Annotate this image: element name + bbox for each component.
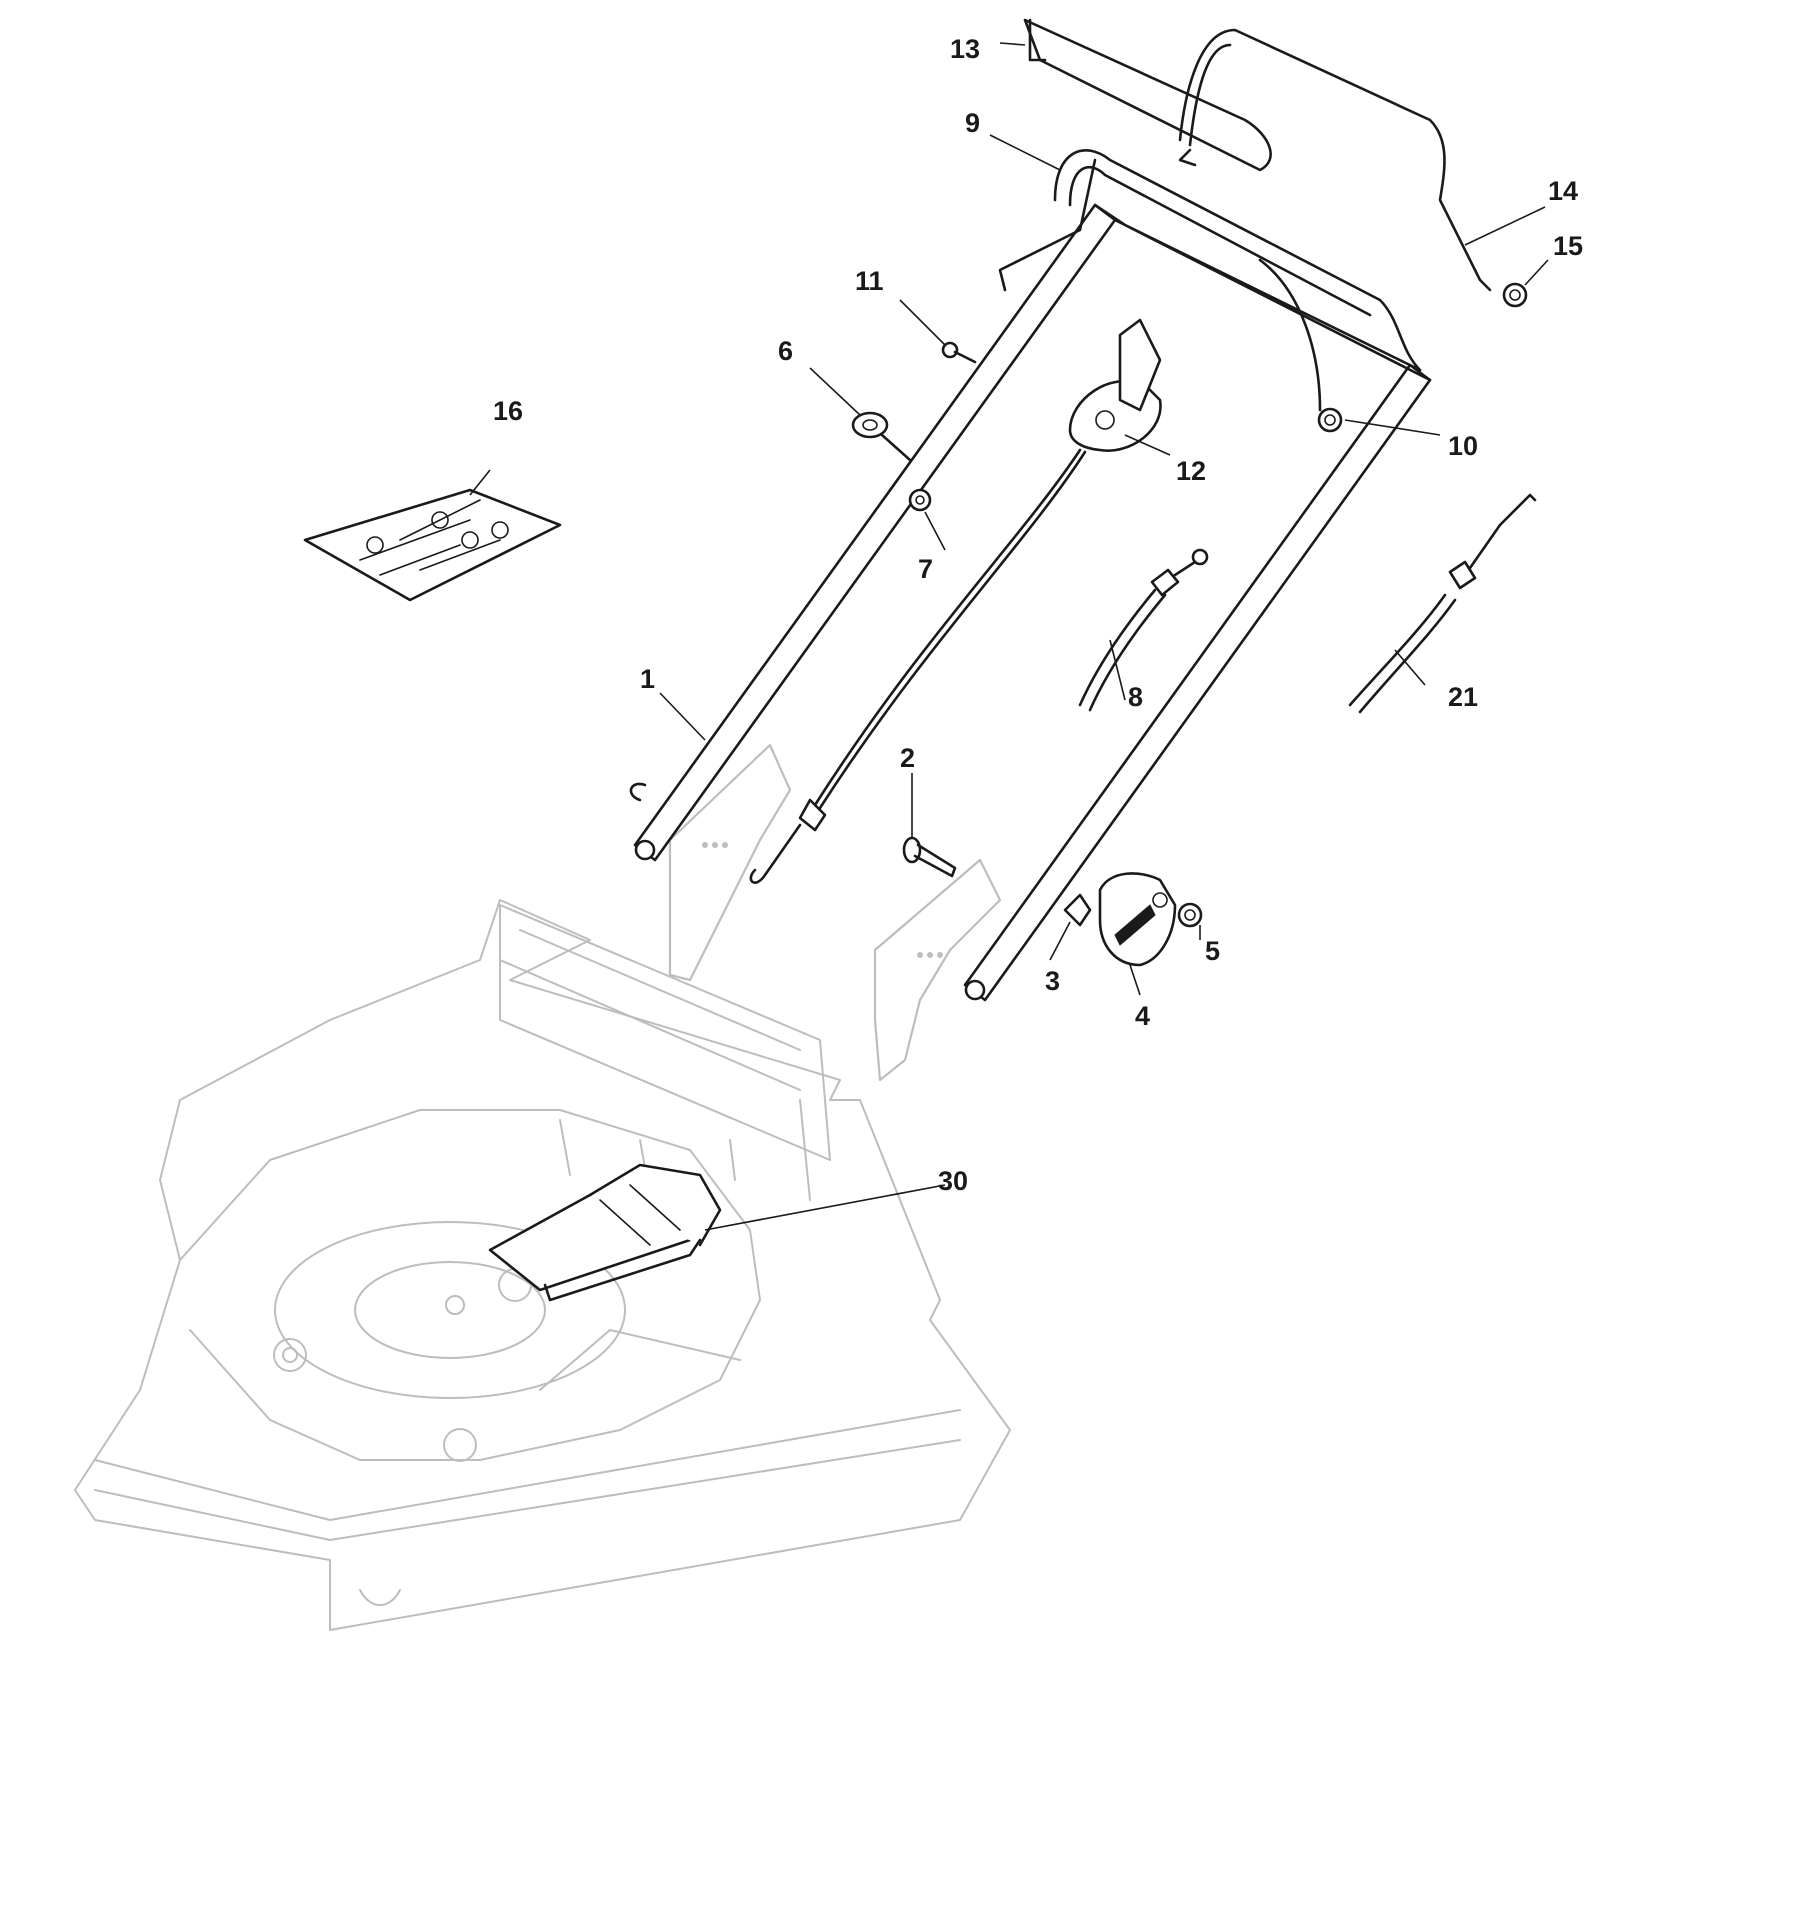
operator-bail (1178, 28, 1492, 292)
callout-2: 2 (900, 743, 915, 773)
handle-bracket-right (873, 858, 1002, 1082)
callout-13: 13 (950, 34, 980, 64)
deflector-flap (488, 1163, 722, 1302)
callout-15: 15 (1553, 231, 1583, 261)
callout-1: 1 (640, 664, 655, 694)
throttle-lever (749, 318, 1162, 884)
handle-bracket-left (668, 743, 792, 982)
callout-8: 8 (1128, 682, 1143, 712)
height-knob (1098, 872, 1177, 967)
leader-lines (469, 42, 1549, 1231)
callout-9: 9 (965, 108, 980, 138)
carriage-bolt (902, 836, 957, 878)
callout-3: 3 (1045, 966, 1060, 996)
bail-nut (1502, 282, 1528, 308)
callout-14: 14 (1548, 176, 1578, 206)
eye-bolt (851, 411, 912, 462)
callout-4: 4 (1135, 1001, 1150, 1031)
cable-8 (1078, 548, 1209, 712)
callout-30: 30 (938, 1166, 968, 1196)
cable-21 (1348, 493, 1537, 714)
handle-knob (1317, 407, 1343, 433)
top-grip (1023, 18, 1272, 172)
knob-nut (1177, 902, 1203, 928)
callout-11: 11 (855, 266, 884, 296)
callout-labels: 13 9 14 15 11 6 16 12 10 7 1 8 21 2 5 3 … (493, 34, 1583, 1196)
upper-handle (998, 149, 1422, 412)
callout-6: 6 (778, 336, 793, 366)
washer (1063, 893, 1092, 927)
callout-10: 10 (1448, 431, 1478, 461)
callout-12: 12 (1176, 456, 1206, 486)
lower-handle (629, 203, 1432, 1002)
nut (908, 488, 932, 512)
screw (941, 341, 977, 364)
callout-16: 16 (493, 396, 523, 426)
hardware-kit-bag (303, 488, 562, 602)
callout-7: 7 (918, 554, 933, 584)
callout-21: 21 (1448, 682, 1478, 712)
callout-5: 5 (1205, 936, 1220, 966)
